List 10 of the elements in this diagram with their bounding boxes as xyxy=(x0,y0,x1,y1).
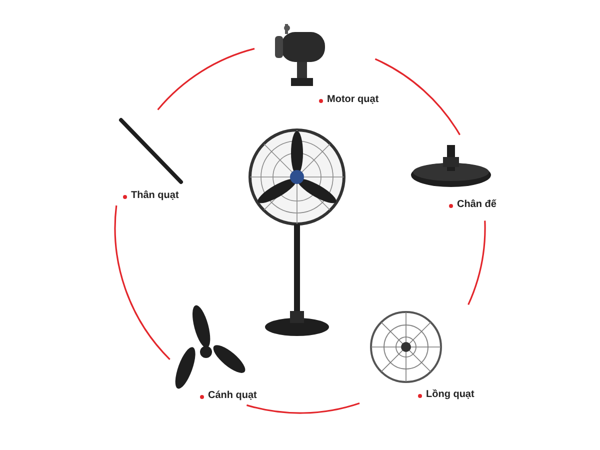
part-label: Lồng quạt xyxy=(426,389,474,400)
part-label: Thân quạt xyxy=(131,190,179,201)
part-label: Cánh quạt xyxy=(208,390,257,401)
connector-arc xyxy=(374,58,460,136)
part-label: Chân đế xyxy=(457,199,496,210)
connector-arc xyxy=(157,48,255,110)
connector-arc xyxy=(468,220,486,305)
connector-arc xyxy=(246,402,360,414)
connector-arc xyxy=(114,205,170,360)
part-label: Motor quạt xyxy=(327,94,379,105)
